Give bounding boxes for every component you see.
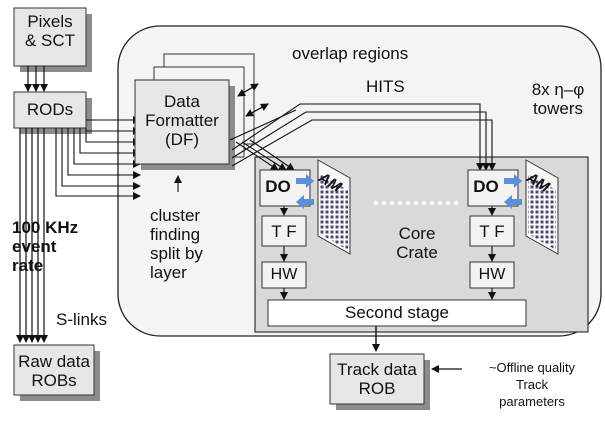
overlap-region-arrows — [237, 83, 269, 117]
offline-quality-line-2: Track — [515, 376, 549, 392]
cluster-finding-label: cluster finding split by layer — [150, 206, 203, 282]
s-links-label: S-links — [56, 310, 108, 329]
event-rate-line-1: 100 KHz — [12, 218, 79, 237]
tf-block-left — [261, 215, 307, 247]
hw-right-label: HW — [478, 266, 506, 283]
offline-quality-line-1: ~Offline quality — [488, 360, 576, 375]
am-board-right — [525, 159, 559, 255]
sct-label-line: & SCT — [24, 31, 76, 51]
event-rate-line-3: rate — [12, 256, 44, 276]
am-board-left — [317, 159, 351, 255]
core-crate-label: Core Crate — [372, 224, 462, 262]
tower-internal-links — [280, 206, 496, 300]
track-data-line-2: ROB — [358, 379, 396, 399]
df-line-2: Formatter — [145, 111, 219, 131]
tower-ellipsis-dots — [373, 200, 459, 206]
hits-links — [229, 103, 496, 171]
raw-data-line-1: Raw data — [18, 352, 90, 371]
do-left-label: DO — [265, 177, 291, 196]
do-right-label: DO — [473, 177, 499, 196]
offline-quality-label: ~Offline quality Track parameters — [464, 360, 600, 411]
blue-arrow-right-left-tower — [296, 174, 314, 188]
raw-data-robs-label: Raw data ROBs — [14, 352, 94, 390]
hw-block-left — [261, 261, 307, 289]
core-crate-line-1: Core — [398, 224, 436, 243]
pixels-label-line: Pixels — [27, 12, 73, 31]
data-formatter-block — [134, 79, 230, 165]
cluster-line-3: split by — [150, 244, 203, 264]
tf-right-label: T F — [479, 222, 505, 241]
hw-left-label: HW — [270, 266, 298, 283]
blue-arrow-right-right-tower — [504, 174, 522, 188]
tf-block-right — [469, 215, 515, 247]
second-stage-label: Second stage — [345, 303, 449, 322]
second-stage-block — [267, 299, 527, 327]
event-rate-label: 100 KHz event rate — [12, 218, 78, 275]
rods-label-text: RODs — [26, 100, 74, 119]
raw-data-line-2: ROBs — [31, 371, 77, 391]
data-formatter-label: Data Formatter (DF) — [135, 92, 229, 149]
towers-line-2: towers — [532, 99, 584, 119]
hits-label: HITS — [366, 77, 405, 96]
core-crate-line-2: Crate — [396, 243, 438, 263]
cluster-line-4: layer — [150, 263, 187, 283]
tf-left-label: T F — [271, 222, 297, 241]
track-data-rob-label: Track data ROB — [330, 360, 424, 398]
raw-data-robs-block — [13, 344, 95, 396]
pixels-sct-block — [13, 7, 87, 67]
track-data-line-1: Track data — [337, 360, 417, 379]
overlap-regions-label: overlap regions — [292, 44, 409, 63]
pixels-sct-label: Pixels & SCT — [14, 12, 86, 50]
cluster-line-1: cluster — [150, 206, 201, 225]
df-line-3: (DF) — [165, 130, 199, 150]
cluster-line-2: finding — [150, 225, 201, 245]
rods-to-robs-links — [16, 128, 48, 343]
towers-line-1: 8x η–φ — [531, 80, 585, 99]
offline-quality-line-3: parameters — [499, 393, 565, 409]
towers-label: 8x η–φ towers — [512, 80, 604, 118]
blue-arrow-left-right-tower — [504, 195, 522, 209]
rods-to-df-links — [55, 116, 141, 200]
blue-arrow-left-left-tower — [296, 195, 314, 209]
rods-label: RODs — [14, 100, 86, 119]
rods-block — [13, 91, 87, 129]
track-data-rob-block — [329, 353, 425, 405]
df-line-1: Data — [164, 92, 200, 111]
pixels-to-rods-arrows — [24, 66, 48, 92]
event-rate-line-2: event — [12, 237, 57, 257]
